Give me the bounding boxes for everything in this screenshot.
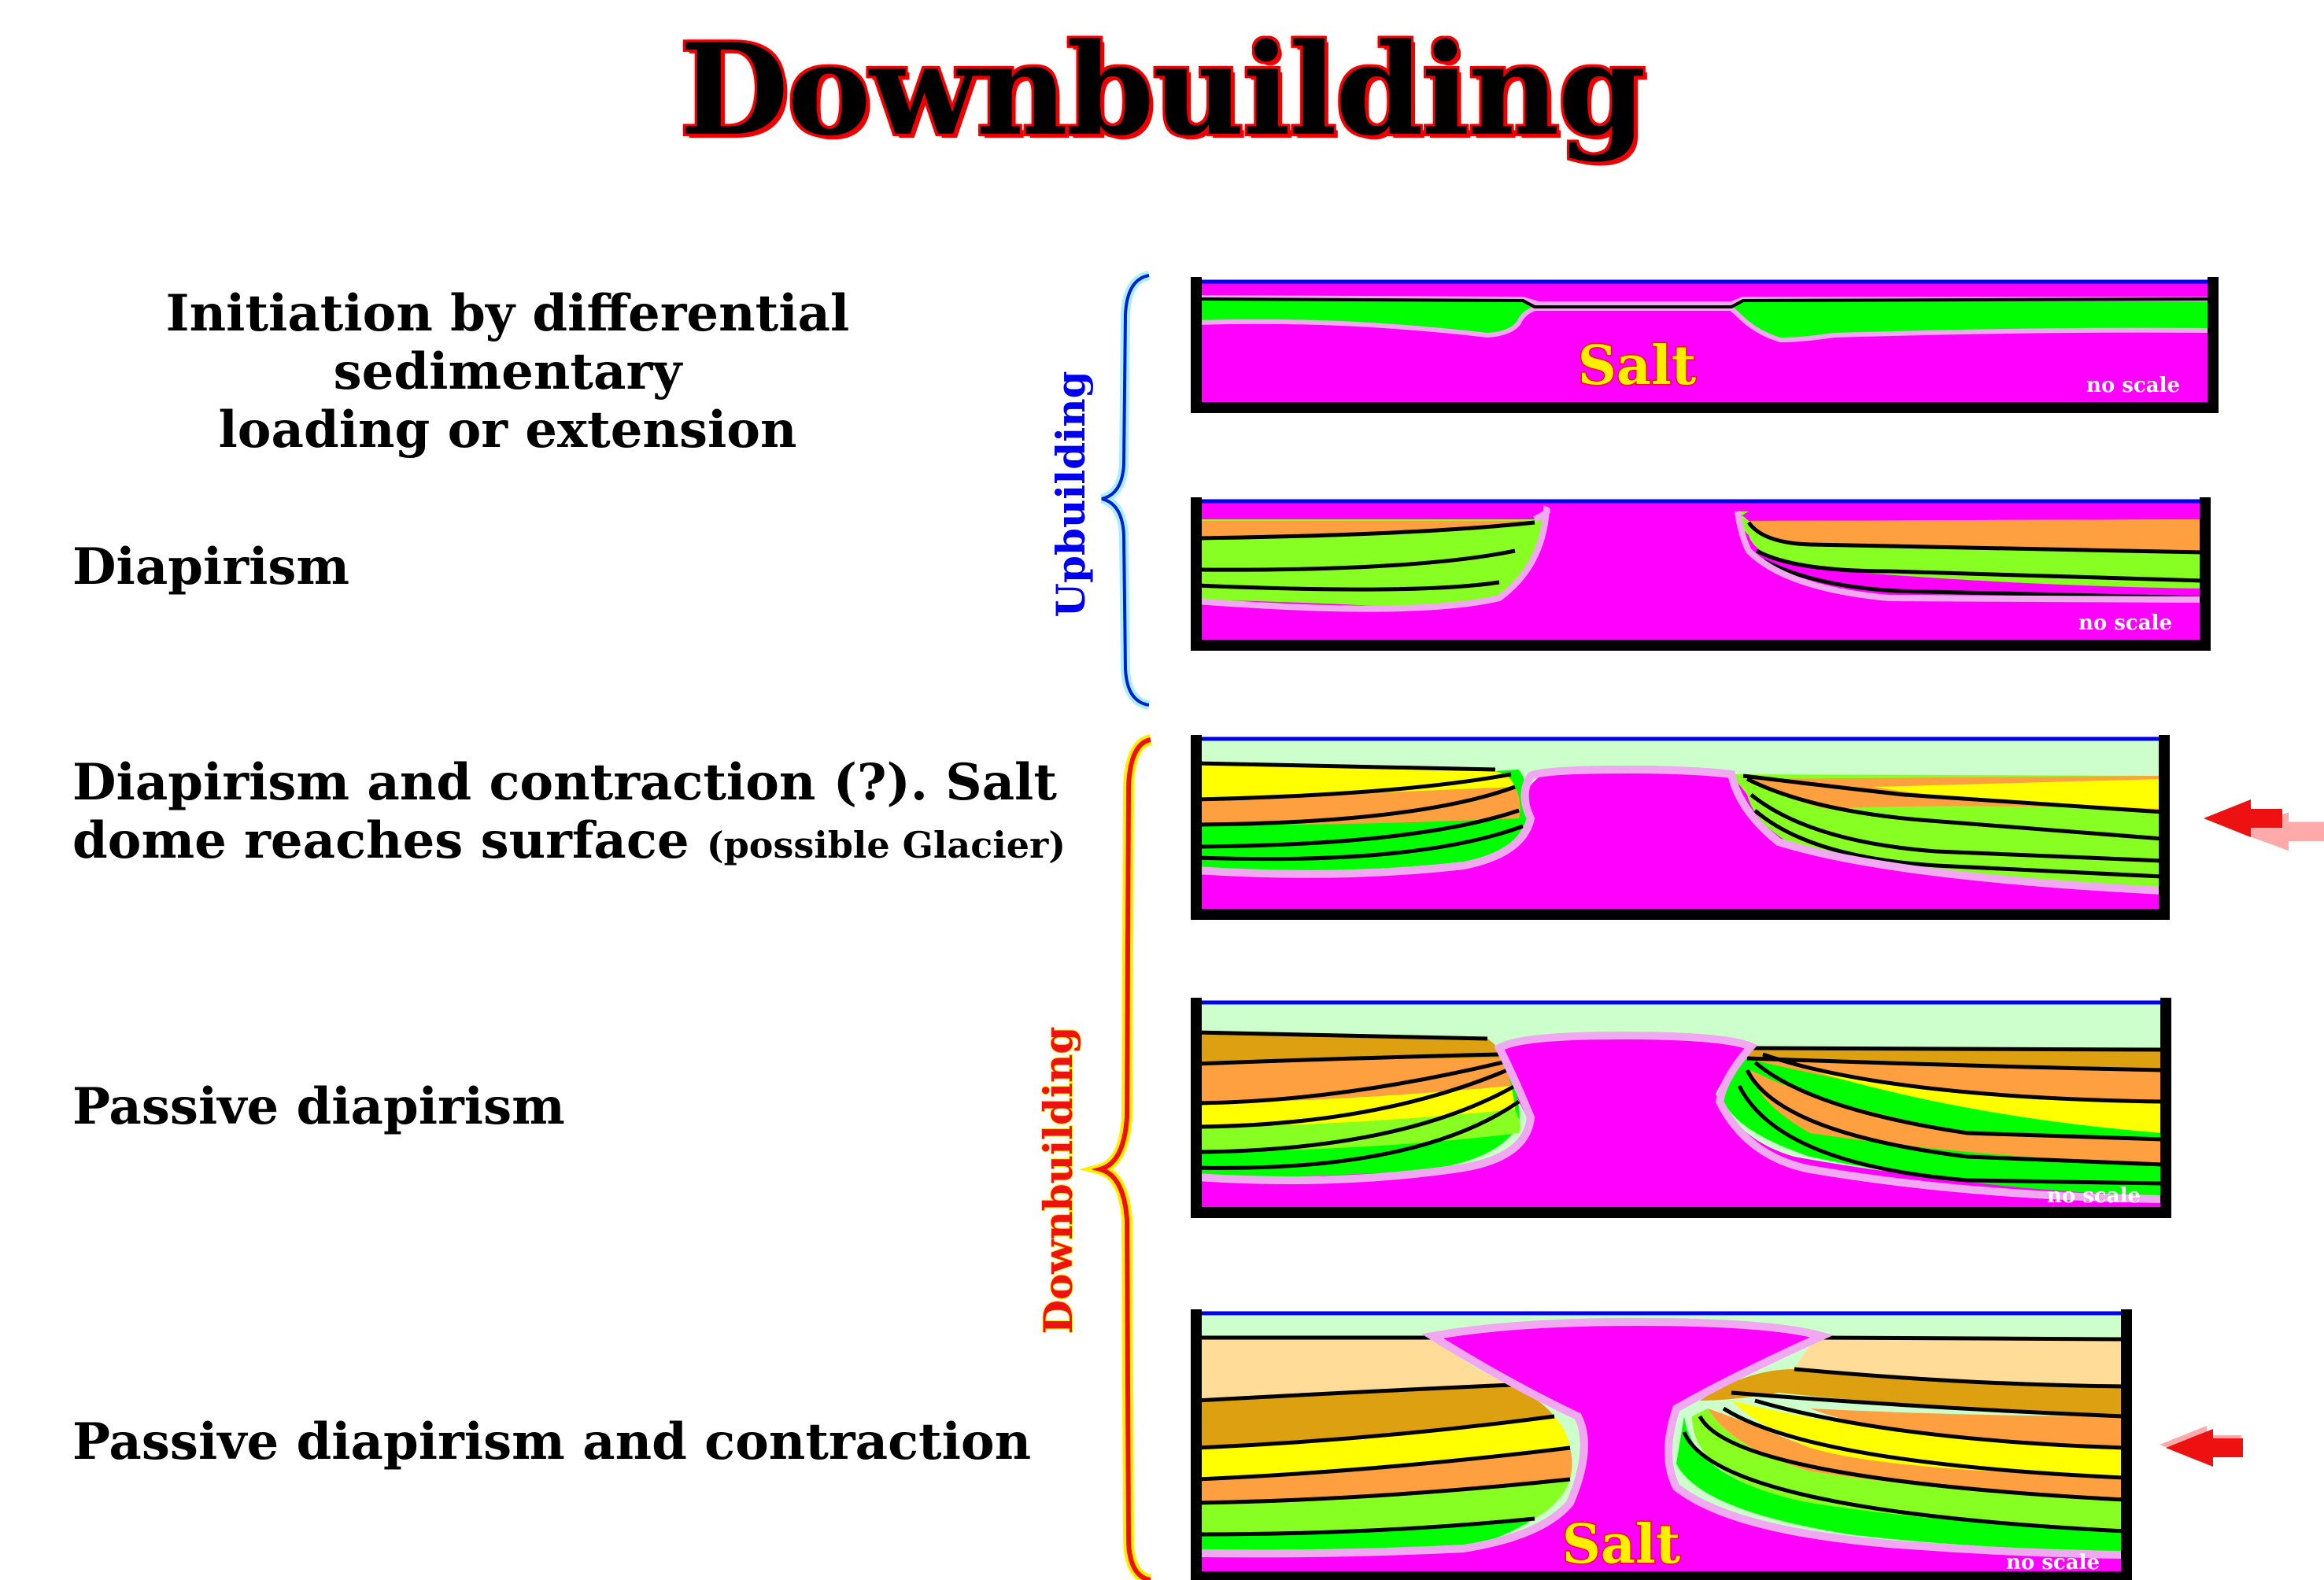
panel-2-diapirism: no scale (1191, 497, 2211, 651)
downbuilding-bracket: Downbuilding (1034, 734, 1153, 1580)
no-scale-5: no scale (2006, 1551, 2100, 1574)
stage-3-note: (possible Glacier) (706, 824, 1066, 866)
upbuilding-label: Upbuilding (1047, 371, 1094, 617)
stage-5-caption: Passive diapirism and contraction (72, 1412, 1032, 1471)
stage-3-line1: Diapirism and contraction (?). Salt (72, 753, 1057, 812)
page-title: Downbuilding (679, 16, 1646, 164)
stage-3-line2: dome reaches surface (72, 811, 689, 870)
stage-1-line1: Initiation by differential sedimentary (165, 284, 850, 401)
salt-label-bottom: Salt (1562, 1513, 1681, 1576)
stage-1-line2: loading or extension (218, 401, 797, 460)
panel-5-passive-contraction: Salt no scale (1191, 1309, 2243, 1580)
upbuilding-bracket: Upbuilding (1047, 271, 1151, 710)
salt-label-top: Salt (1578, 334, 1697, 397)
stage-3-caption: Diapirism and contraction (?). Salt dome… (72, 754, 1066, 874)
stage-4-caption: Passive diapirism (72, 1077, 565, 1136)
stage-2-caption: Diapirism (72, 537, 350, 596)
no-scale-1: no scale (2086, 374, 2180, 397)
downbuilding-label: Downbuilding (1035, 1027, 1081, 1335)
panel-3-contraction (1191, 735, 2324, 920)
stage-1-caption: Initiation by differential sedimentary l… (63, 285, 952, 460)
panel-1-initiation: Salt no scale (1191, 277, 2219, 413)
panel-4-passive-diapirism: no scale (1191, 998, 2171, 1218)
no-scale-4: no scale (2047, 1184, 2141, 1208)
contraction-arrow-2 (2160, 1426, 2243, 1467)
contraction-arrow-1 (2204, 799, 2324, 851)
no-scale-2: no scale (2078, 611, 2172, 635)
